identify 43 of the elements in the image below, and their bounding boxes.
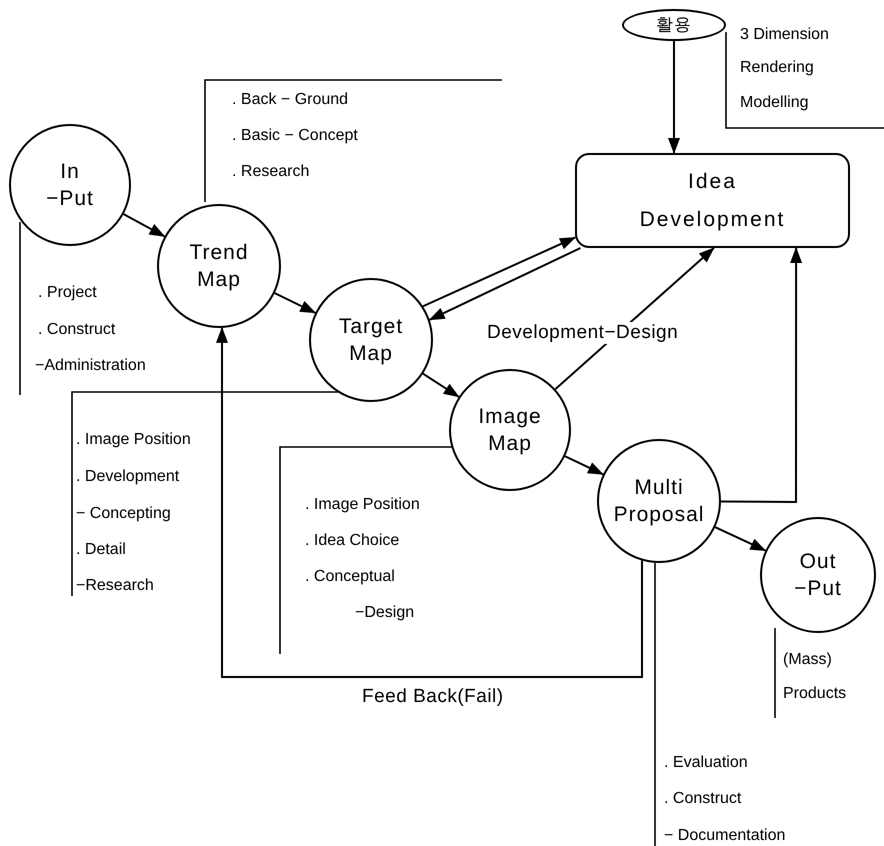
node-label: Image Map <box>478 404 542 457</box>
node-label: In −Put <box>46 158 94 212</box>
note-text: . Project <box>38 283 97 303</box>
arrow <box>721 247 802 503</box>
arrow <box>123 213 166 238</box>
note-text: Modelling <box>740 93 808 113</box>
note-text: . Research <box>232 162 310 182</box>
arrow <box>422 236 576 308</box>
node-label: Idea Development <box>640 168 786 232</box>
arrow <box>564 455 604 476</box>
note-text: . Construct <box>664 789 742 809</box>
arrow <box>422 372 460 398</box>
note-text: Products <box>783 684 846 704</box>
note-text: Rendering <box>740 58 814 78</box>
node-label: Target Map <box>338 314 404 367</box>
note-text: . Detail <box>76 540 126 560</box>
note-text: . Development <box>76 467 180 487</box>
arrow <box>428 247 581 321</box>
arrow <box>216 326 643 678</box>
note-text: . Image Position <box>76 430 191 450</box>
note-text: −Research <box>76 576 154 596</box>
node-label: Trend Map <box>189 240 249 293</box>
note-text: . Back − Ground <box>232 90 348 110</box>
note-text: . Conceptual <box>305 567 395 587</box>
note-text: . Basic − Concept <box>232 126 358 146</box>
note-text: 3 Dimension <box>740 25 829 45</box>
process-box <box>575 153 850 248</box>
note-text: − Documentation <box>664 826 786 846</box>
note-text: −Design <box>355 603 414 623</box>
note-text: . Idea Choice <box>305 531 400 551</box>
note-text: −Administration <box>35 356 146 376</box>
node-label: 활용 <box>656 14 692 36</box>
note-text: − Concepting <box>76 504 171 524</box>
note-text: . Evaluation <box>664 753 748 773</box>
arrow <box>714 526 766 552</box>
node-label: Multi Proposal <box>614 474 704 528</box>
note-text: . Image Position <box>305 495 420 515</box>
ellipse <box>622 9 726 41</box>
arrow <box>668 41 680 154</box>
note-text: (Mass) <box>783 650 832 670</box>
note-text: . Construct <box>38 320 116 340</box>
arrow <box>274 292 316 314</box>
node-label: Out −Put <box>794 548 842 602</box>
